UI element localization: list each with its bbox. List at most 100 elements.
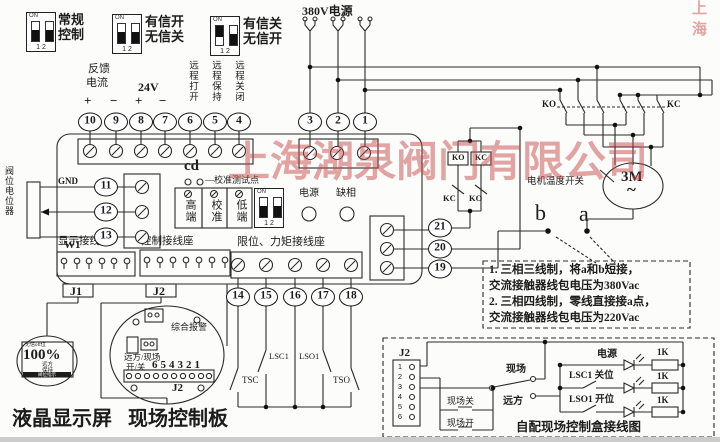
dip-pins-label: 1 2 bbox=[264, 220, 274, 227]
tsc-label: TSC bbox=[242, 375, 259, 385]
dip-switch-signal-open: ON 1 2 bbox=[112, 14, 142, 54]
dip-slot-2 bbox=[273, 197, 282, 218]
lcd-value: 100% bbox=[23, 347, 61, 363]
potentiometer-circuit bbox=[26, 173, 161, 249]
pin-2: 2 bbox=[397, 372, 403, 381]
pin-6: 6 bbox=[397, 412, 403, 421]
gnd-label: GND bbox=[58, 176, 78, 186]
calib-high-label: 高端 bbox=[184, 199, 196, 223]
lcd-status-line: 无信off位 bbox=[25, 343, 46, 348]
v24-label: 24V bbox=[138, 80, 159, 94]
terminal-17: 17 bbox=[311, 287, 335, 307]
calibration-blocks bbox=[174, 178, 253, 229]
close-position-label: LSC1 关位 bbox=[569, 371, 614, 381]
terminal-11: 11 bbox=[94, 177, 118, 197]
w1-label: W1 bbox=[64, 239, 81, 251]
dip-switch-signal-close: ON 1 2 bbox=[210, 16, 240, 56]
ko-coil-label: KO bbox=[452, 153, 465, 162]
junction-dots bbox=[263, 64, 703, 415]
terminal-18: 18 bbox=[339, 287, 363, 307]
calib-mid-label: 校准 bbox=[210, 199, 222, 223]
remote-hold-label: 远程保持 bbox=[210, 60, 220, 102]
motor bbox=[586, 162, 664, 229]
j2-connector-label: J2 bbox=[153, 284, 165, 298]
terminal-10: 10 bbox=[78, 112, 102, 132]
potentiometer-label: 阀位电位器 bbox=[4, 166, 14, 216]
dip-on-label: ON bbox=[115, 15, 124, 21]
power-supply-label: 380V电源 bbox=[302, 4, 353, 18]
minus-sign: − bbox=[110, 93, 118, 108]
note-line-3: 2. 三相四线制，零线直接接a点， bbox=[489, 296, 656, 308]
resistor-boxes bbox=[634, 359, 683, 418]
resistor-1k-label: 1K bbox=[657, 371, 669, 381]
terminal-5: 5 bbox=[203, 112, 227, 132]
pin-4: 4 bbox=[397, 392, 403, 401]
j1-connector-label: J1 bbox=[70, 284, 82, 298]
right-screw-block bbox=[369, 215, 405, 281]
control-box-shape bbox=[382, 337, 715, 438]
dip-slot-2 bbox=[229, 25, 238, 46]
contactor-contacts bbox=[557, 67, 668, 166]
lcd-caption: 液晶显示屏 bbox=[12, 408, 112, 430]
cd-testpoint-label: cd bbox=[184, 158, 199, 174]
control-block-header: 控制接线座 bbox=[141, 236, 194, 247]
dip1-label-line2: 控制 bbox=[58, 27, 85, 42]
lso1-label: LSO1 bbox=[299, 351, 320, 361]
aux-kc-label: KC bbox=[443, 193, 456, 203]
note-line-4: 交流接触器线包电压为220Vac bbox=[489, 312, 640, 324]
plus-sign: + bbox=[84, 93, 92, 108]
terminal-19: 19 bbox=[428, 259, 452, 279]
pin-1: 1 bbox=[397, 362, 403, 371]
lcd-mode-line: 远方 bbox=[42, 362, 54, 368]
remote-open-label: 远程打开 bbox=[187, 60, 197, 102]
board-dip-switch: ON 1 2 bbox=[254, 188, 284, 228]
screw-terminals bbox=[82, 143, 372, 161]
terminal-7: 7 bbox=[153, 112, 177, 132]
dip-switch-normal-control: ON 1 2 bbox=[26, 12, 56, 52]
led-symbols bbox=[623, 353, 645, 418]
terminal-6: 6 bbox=[178, 112, 202, 132]
pin-3: 3 bbox=[397, 382, 403, 391]
motor-temp-switch-label: 电机温度开关 bbox=[527, 177, 585, 187]
panel-mode-label: 远方/现场 bbox=[124, 352, 161, 362]
dip-slots bbox=[31, 21, 54, 42]
panel-caption: 现场控制板 bbox=[128, 408, 228, 430]
point-a-label: a bbox=[579, 201, 589, 226]
note-box bbox=[482, 260, 691, 329]
board-indicators bbox=[301, 206, 355, 222]
local-label: 现场 bbox=[506, 364, 526, 375]
terminal-1: 1 bbox=[353, 112, 377, 132]
dip-on-label: ON bbox=[213, 17, 222, 23]
plus-sign: + bbox=[135, 93, 143, 108]
lcd-hold-line: 保持 bbox=[42, 367, 54, 374]
panel-digits-label: 654321 bbox=[152, 359, 203, 371]
control-box-j2-label: J2 bbox=[399, 347, 410, 359]
phase-led-label: 缺相 bbox=[336, 188, 356, 199]
terminal-8: 8 bbox=[129, 112, 153, 132]
dip2-label-line2: 无信关 bbox=[145, 29, 185, 44]
dip-slot-1 bbox=[215, 25, 224, 46]
dip3-label-line1: 有信关 bbox=[243, 16, 283, 31]
terminal-21: 21 bbox=[428, 218, 452, 238]
tso-label: TSO bbox=[333, 375, 351, 385]
terminal-20: 20 bbox=[428, 239, 452, 259]
motor-name-label: 3M bbox=[621, 169, 643, 185]
phase-wires bbox=[302, 16, 713, 114]
open-position-label: LSO1 开位 bbox=[569, 395, 615, 405]
limit-switch-circuit bbox=[229, 305, 360, 408]
limit-strip bbox=[230, 251, 363, 289]
terminal-13: 13 bbox=[94, 227, 118, 247]
terminal-2: 2 bbox=[326, 112, 350, 132]
terminal-3: 3 bbox=[298, 112, 322, 132]
dip-slots bbox=[117, 23, 140, 44]
terminal-12: 12 bbox=[94, 202, 118, 222]
dip-slot-1 bbox=[259, 197, 268, 218]
dip-pins-label: 1 2 bbox=[220, 48, 230, 55]
dip-slot-2 bbox=[131, 23, 140, 44]
feedback-label-1: 反馈 bbox=[88, 63, 110, 75]
lcd-display-shape bbox=[16, 297, 79, 387]
dip-pins-label: 1 2 bbox=[36, 44, 46, 51]
feedback-label-2: 电流 bbox=[86, 77, 108, 89]
pushbuttons bbox=[420, 377, 494, 431]
terminal-strips-top bbox=[77, 130, 379, 169]
